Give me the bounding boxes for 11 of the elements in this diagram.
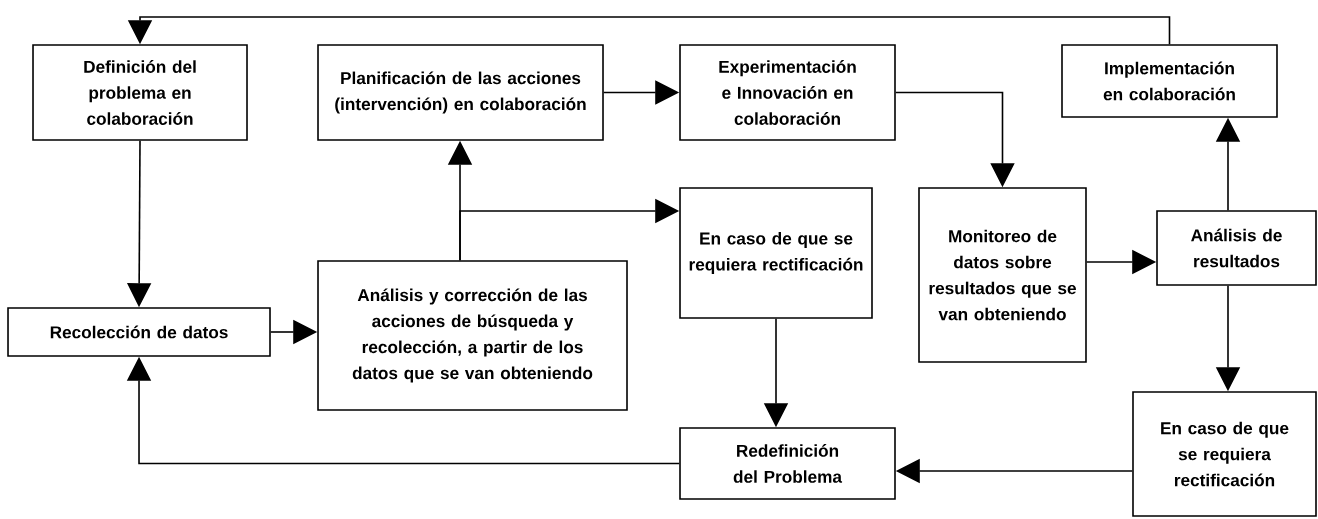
process-box: Redefinición del Problema [679,427,896,500]
process-box: Definición del problema en colaboración [32,44,248,141]
process-box: Recolección de datos [7,307,271,357]
process-box: En caso de que se requiera rectificación [679,187,873,319]
process-box: Análisis de resultados [1156,210,1317,286]
process-box: Monitoreo de datos sobre resultados que se van obteniendo [918,187,1087,363]
process-box: Planificación de las acciones (intervención) en colaboración [317,44,604,141]
process-box: Experimentación e Innovación en colaboración [679,44,896,141]
process-box: Implementación en colaboración [1061,44,1278,118]
process-box: En caso de que se requiera rectificación [1132,391,1317,517]
process-box: Análisis y corrección de las acciones de búsqueda y recolección, a partir de los datos que se van obteniendo [317,260,628,411]
